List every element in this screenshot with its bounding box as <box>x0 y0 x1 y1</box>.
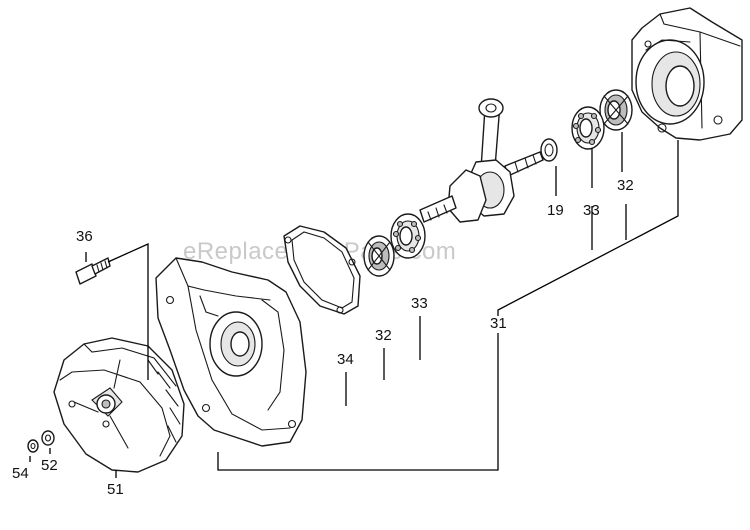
callout-36: 36 <box>76 228 93 245</box>
screw-36 <box>75 257 111 285</box>
seal-19 <box>540 138 558 162</box>
crankcase-left-half <box>155 257 307 447</box>
callout-32-top: 32 <box>617 177 634 194</box>
flywheel-51 <box>53 337 185 473</box>
callout-54: 54 <box>12 465 29 482</box>
bearing-32-top <box>599 89 633 131</box>
gasket-34 <box>283 225 361 315</box>
callout-34: 34 <box>337 351 354 368</box>
washer-54 <box>27 439 39 453</box>
nut-52 <box>41 430 55 446</box>
leader-lines <box>29 132 679 478</box>
callout-33-top: 33 <box>583 202 600 219</box>
bearing-33-lower <box>390 213 426 259</box>
callout-32-lower: 32 <box>375 327 392 344</box>
callout-52: 52 <box>41 457 58 474</box>
callout-19: 19 <box>547 202 564 219</box>
bearing-33-top <box>571 106 605 150</box>
bearing-32-lower <box>363 235 395 277</box>
callout-33-lower: 33 <box>411 295 428 312</box>
crankcase-right-half <box>631 7 743 141</box>
callout-31: 31 <box>490 315 507 332</box>
crankshaft-assembly <box>419 98 544 223</box>
callout-51: 51 <box>107 481 124 498</box>
